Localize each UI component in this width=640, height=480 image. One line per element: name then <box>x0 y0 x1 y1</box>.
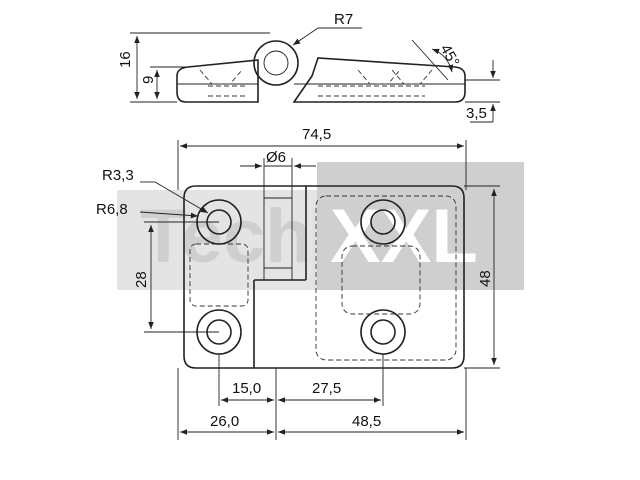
overall-height-label: 48 <box>477 270 494 287</box>
watermark-right-bg <box>317 162 524 290</box>
hole-top-right <box>360 199 406 245</box>
overall-width-label: 74,5 <box>302 126 331 143</box>
knuckle-outer <box>253 40 299 86</box>
pin-diameter-label: Ø6 <box>266 149 286 166</box>
side-view-left-leaf <box>176 59 259 103</box>
left-leaf-label: 26,0 <box>210 413 239 430</box>
hole-spacing-label: 28 <box>133 271 150 288</box>
side-view: 16 9 R7 45° 3,5 <box>117 11 500 123</box>
right-hole-offset-label: 27,5 <box>312 380 341 397</box>
left-hole-offset-label: 15,0 <box>232 380 261 397</box>
knuckle-inner <box>263 50 289 76</box>
front-view: 74,5 Ø6 R3,3 R6,8 28 48 15,0 27,5 <box>96 126 500 440</box>
right-leaf-label: 48,5 <box>352 413 381 430</box>
hinge-outline <box>183 185 465 369</box>
boss-radius-label: R6,8 <box>96 201 128 218</box>
watermark: Tech XXL <box>117 162 524 290</box>
watermark-left-text: Tech <box>140 194 312 279</box>
side-thickness-label: 9 <box>140 76 157 84</box>
side-offset-label: 3,5 <box>466 105 487 122</box>
hole-bottom-right <box>360 309 406 355</box>
hole-radius-label: R3,3 <box>102 167 134 184</box>
side-height-label: 16 <box>117 51 134 68</box>
knuckle-radius-label: R7 <box>334 11 353 28</box>
side-view-right-leaf <box>292 57 466 103</box>
watermark-right-text: XXL <box>330 194 478 279</box>
